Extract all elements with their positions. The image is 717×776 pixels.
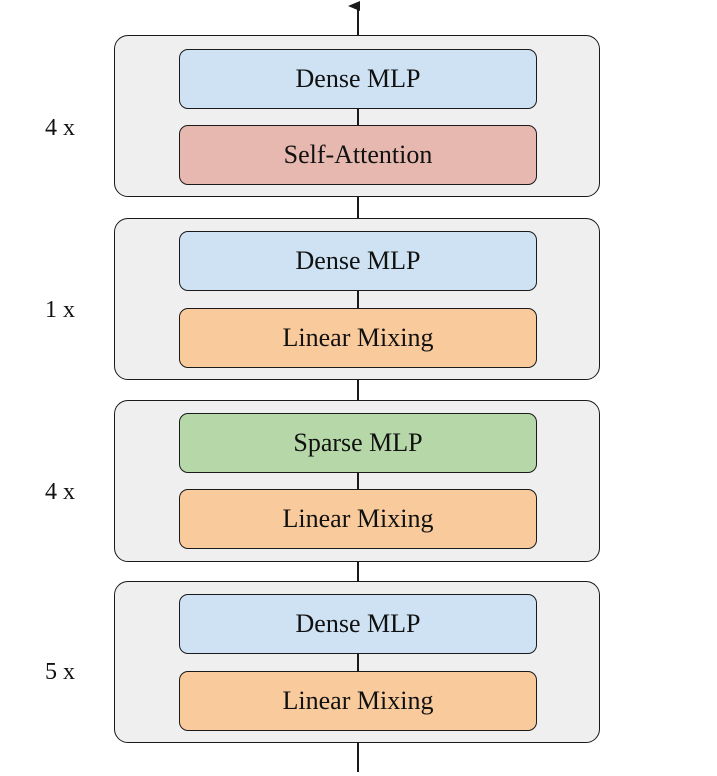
dense-mlp-block: Dense MLP [179, 594, 537, 654]
linear-mixing-block: Linear Mixing [179, 489, 537, 549]
linear-mixing-block: Linear Mixing [179, 308, 537, 368]
dense-mlp-block: Dense MLP [179, 231, 537, 291]
repeat-count-label: 4 x [45, 479, 75, 505]
layer-connector [357, 291, 359, 308]
repeat-count-label: 4 x [45, 115, 75, 141]
layer-connector [357, 109, 359, 125]
self-attention-block: Self-Attention [179, 125, 537, 185]
repeat-count-label: 1 x [45, 297, 75, 323]
dense-mlp-block: Dense MLP [179, 49, 537, 109]
repeat-count-label: 5 x [45, 659, 75, 685]
layer-connector [357, 654, 359, 671]
linear-mixing-block: Linear Mixing [179, 671, 537, 731]
layer-connector [357, 473, 359, 489]
sparse-mlp-block: Sparse MLP [179, 413, 537, 473]
